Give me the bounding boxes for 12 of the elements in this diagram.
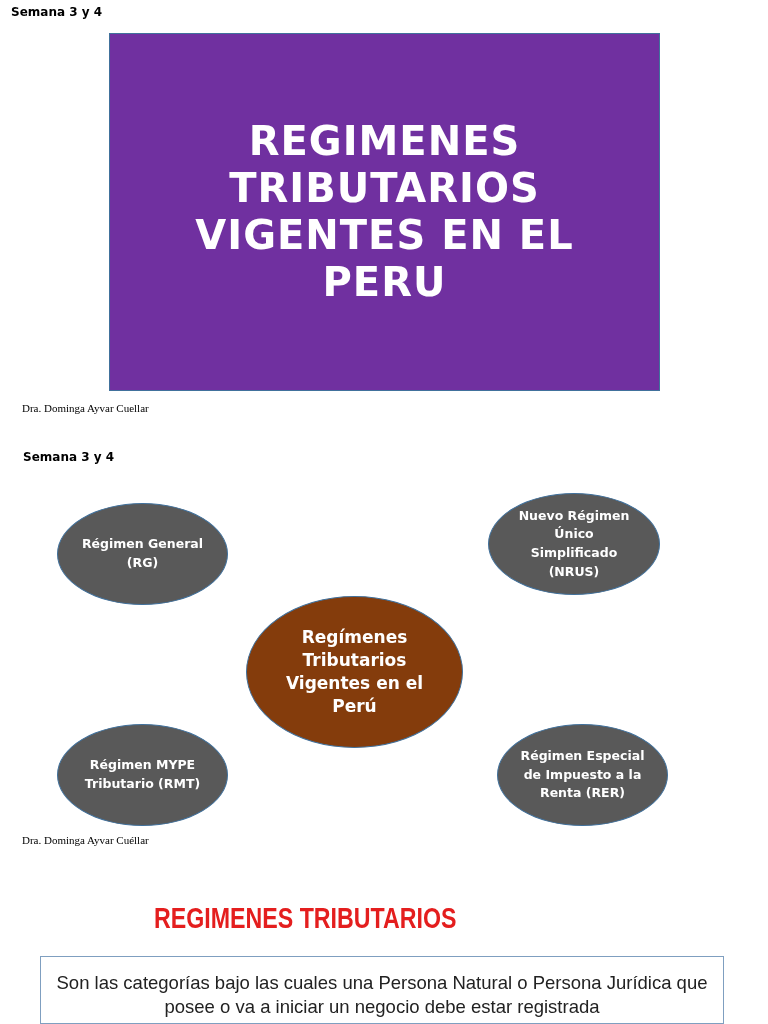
- definition-box: Son las categorías bajo las cuales una Persona Natural o Persona Jurídica que posee o va a iniciar un negocio debe estar registrada: [40, 956, 724, 1024]
- title-banner: REGIMENES TRIBUTARIOS VIGENTES EN EL PERU: [109, 33, 660, 391]
- category-ellipse: Régimen MYPE Tributario (RMT): [57, 724, 228, 826]
- author-name: Dra. Dominga Ayvar Cuéllar: [22, 834, 149, 846]
- category-ellipse: Régimen General (RG): [57, 503, 228, 605]
- category-ellipse: Nuevo Régimen Único Simplificado (NRUS): [488, 493, 660, 595]
- week-label: Semana 3 y 4: [23, 450, 115, 464]
- author-name: Dra. Dominga Ayvar Cuellar: [22, 402, 149, 414]
- central-ellipse: Regímenes Tributarios Vigentes en el Perú: [246, 596, 463, 748]
- section-heading: REGIMENES TRIBUTARIOS: [154, 902, 457, 935]
- category-ellipse: Régimen Especial de Impuesto a la Renta (RER): [497, 724, 668, 826]
- week-label: Semana 3 y 4: [11, 5, 103, 19]
